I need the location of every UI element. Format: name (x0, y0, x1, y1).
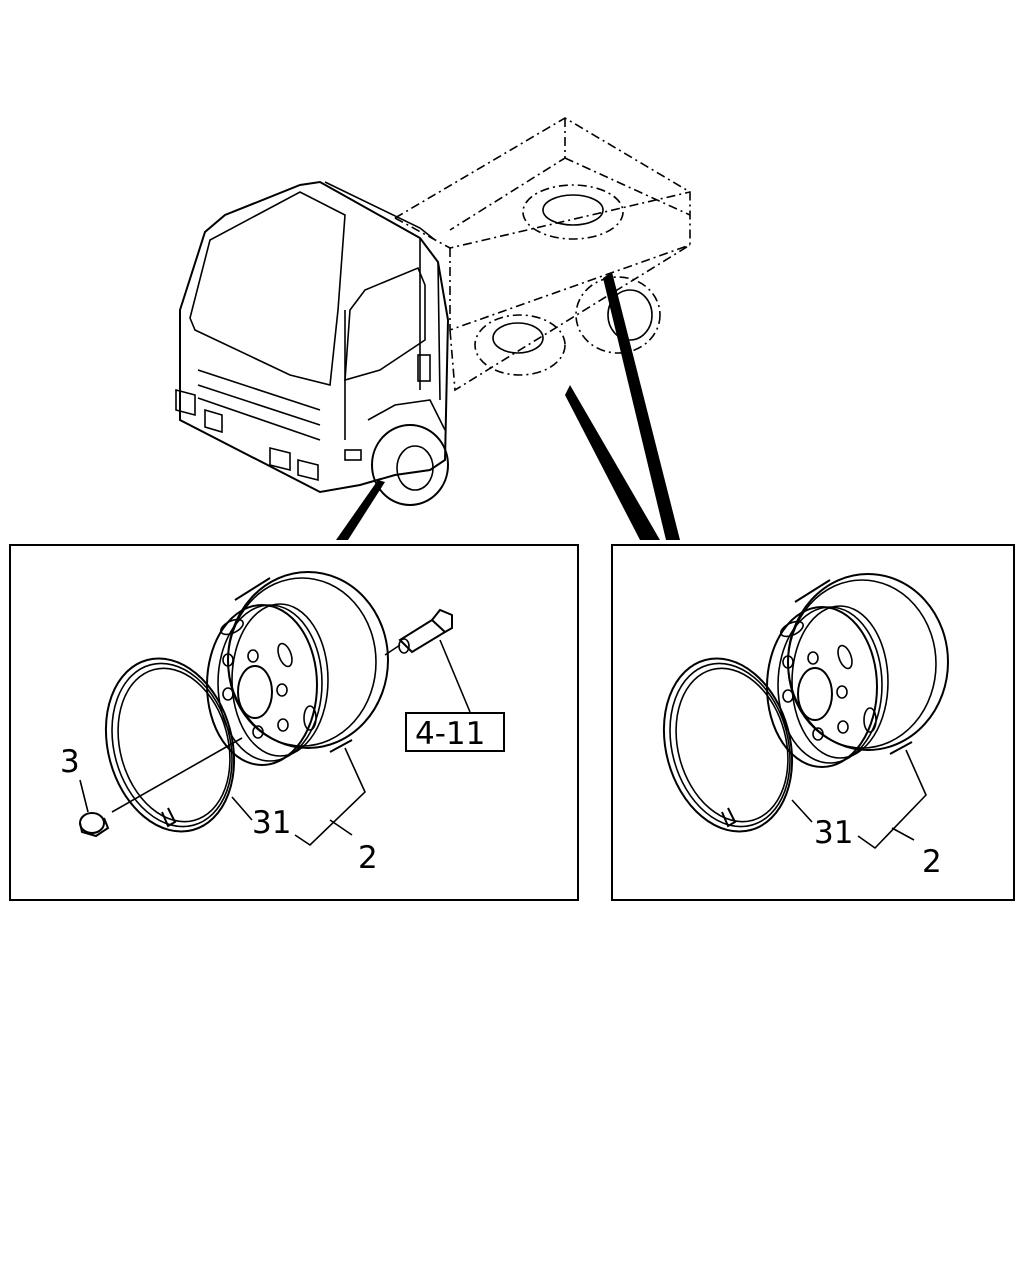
left-lock-ring (104, 657, 236, 833)
label-nut: 3 (60, 744, 80, 780)
left-wheel-rim (206, 571, 389, 766)
truck-cab (175, 180, 450, 506)
pointer-left (336, 480, 385, 540)
left-panel-frame (9, 544, 579, 901)
label-lock-ring-left: 31 (252, 805, 291, 841)
right-lock-ring (662, 657, 794, 833)
label-lock-ring-right: 31 (814, 815, 853, 851)
ref-box (405, 712, 505, 752)
ref-label: 4-11 (415, 716, 485, 752)
truck-illustration (175, 117, 691, 540)
left-leaders (79, 639, 471, 847)
right-panel-frame (611, 544, 1015, 901)
pointer-right-a (565, 385, 660, 540)
label-wheel-right: 2 (922, 844, 942, 880)
hub-bolt (398, 608, 453, 654)
pointer-right-b (603, 272, 680, 540)
right-wheel-rim (766, 573, 949, 768)
wheel-nut (79, 812, 110, 838)
right-leaders (791, 749, 927, 850)
label-wheel-left: 2 (358, 840, 378, 876)
